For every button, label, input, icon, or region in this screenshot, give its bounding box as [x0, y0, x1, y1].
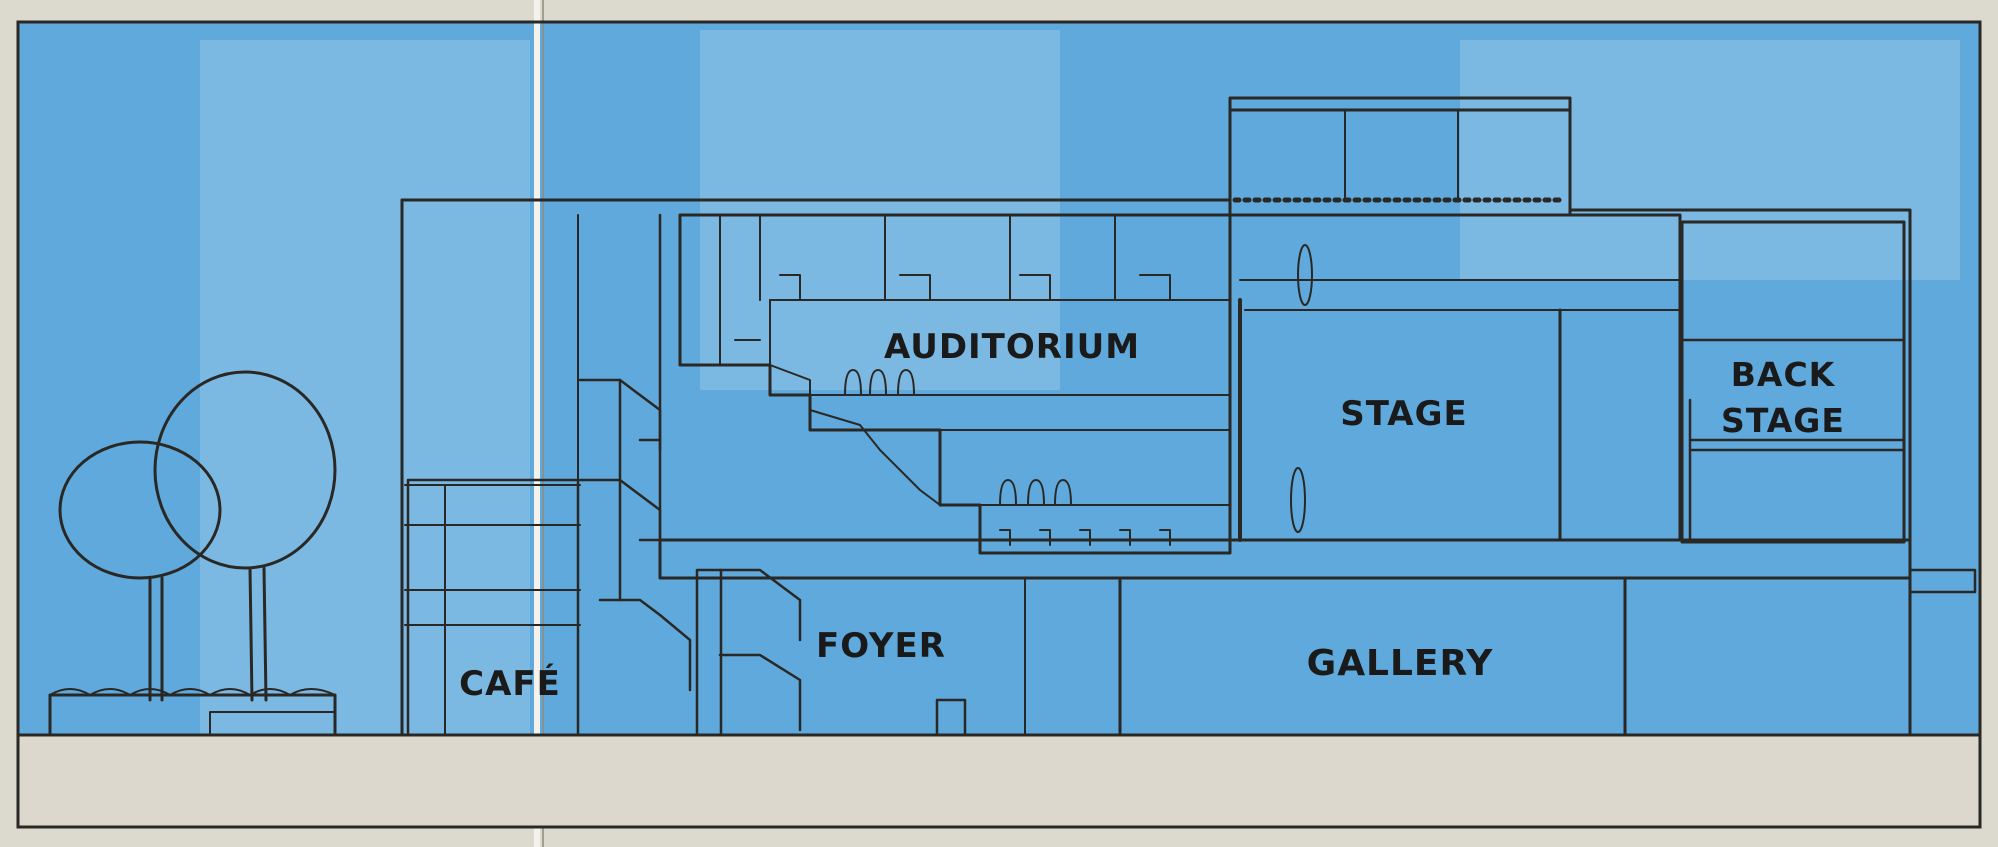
label-back-stage-line2: STAGE — [1721, 401, 1845, 440]
foyer-kiosk — [935, 698, 967, 737]
label-back-stage-line1: BACK — [1731, 355, 1836, 394]
label-auditorium: AUDITORIUM — [884, 327, 1140, 367]
fly-tower-grid — [1232, 109, 1568, 203]
label-cafe: CAFÉ — [459, 663, 561, 704]
newsprint-texture — [200, 30, 1960, 820]
person-icon — [844, 369, 1171, 546]
cafe-structure — [404, 214, 581, 736]
backstage-room — [1680, 220, 1906, 544]
service-room-right — [1623, 576, 1912, 737]
label-gallery: GALLERY — [1307, 643, 1494, 684]
foyer-column — [695, 568, 723, 737]
tree-icon — [48, 370, 337, 737]
label-stage: STAGE — [1340, 394, 1468, 434]
clipping-border — [16, 20, 1982, 829]
backstage-floors — [1680, 338, 1906, 542]
sky-background — [18, 22, 1980, 827]
canopy — [1908, 568, 1977, 594]
stage-structure — [1238, 244, 1681, 542]
fly-tower — [1228, 108, 1572, 217]
ground — [18, 735, 1980, 827]
label-foyer: FOYER — [816, 626, 946, 666]
